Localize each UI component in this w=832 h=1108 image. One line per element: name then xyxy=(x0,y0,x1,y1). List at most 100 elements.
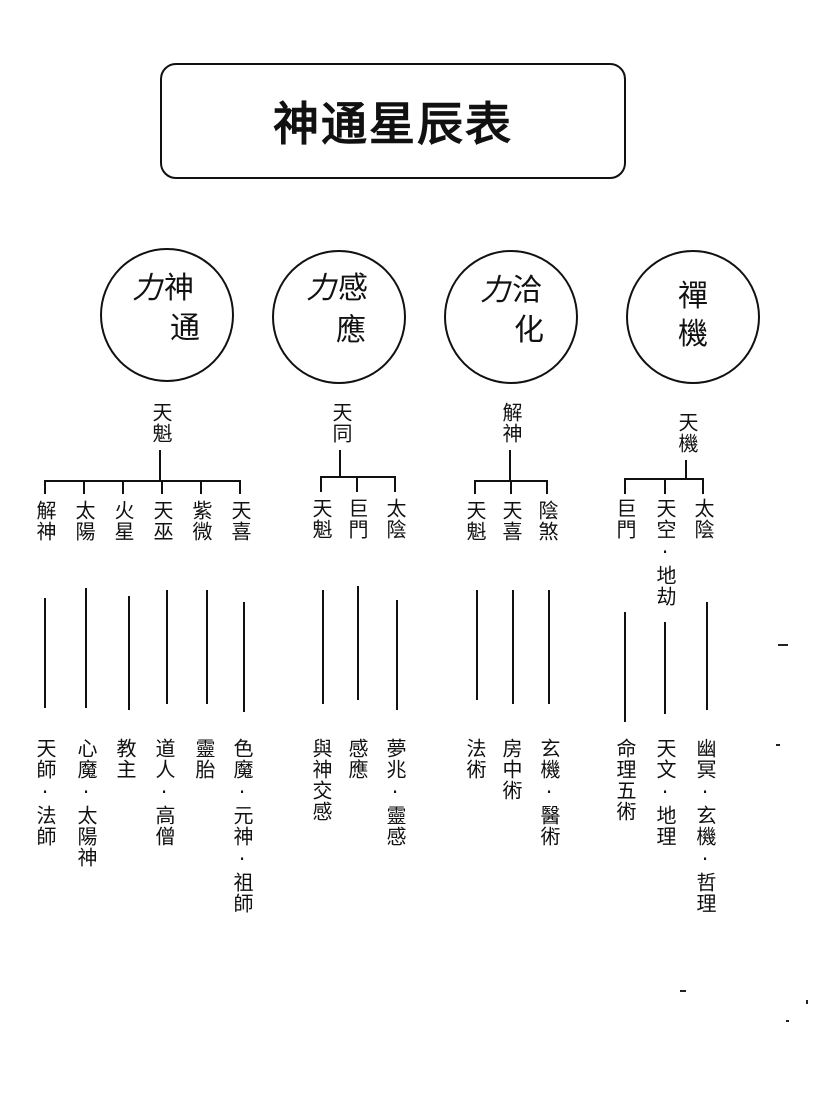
child-star: 太陰 xyxy=(691,498,715,540)
group-head-star: 天魁 xyxy=(149,402,173,444)
link-line xyxy=(357,586,359,700)
group-head-star: 天機 xyxy=(675,412,699,454)
child-star: 天喜 xyxy=(228,500,252,542)
scan-speck xyxy=(806,1000,808,1004)
link-line xyxy=(322,590,324,704)
child-meaning: 房中術 xyxy=(499,738,523,801)
child-star: 天魁 xyxy=(309,498,333,540)
connector-drop xyxy=(83,480,85,494)
child-meaning: 色魔·元神·祖師 xyxy=(230,738,254,914)
link-line xyxy=(128,596,130,710)
scan-speck xyxy=(680,990,686,992)
title-box: 神通星辰表 xyxy=(160,63,626,179)
circle-qiahua: 力洽 化 xyxy=(444,250,578,384)
scan-speck xyxy=(786,1020,789,1022)
connector-horizontal xyxy=(44,480,240,482)
child-meaning: 天文·地理 xyxy=(653,738,677,847)
connector-drop xyxy=(200,480,202,494)
circle-char: 洽 xyxy=(512,273,542,308)
connector-vertical xyxy=(339,450,341,477)
circle-char: 化 xyxy=(514,313,544,348)
connector-drop xyxy=(702,478,704,494)
circle-prefix: 力 xyxy=(132,271,162,306)
connector-drop xyxy=(394,476,396,492)
child-star: 天喜 xyxy=(499,500,523,542)
circle-char: 禪 xyxy=(678,279,708,314)
child-meaning: 感應 xyxy=(345,738,369,780)
circle-line-1: 力感 xyxy=(306,272,368,306)
diagram-title: 神通星辰表 xyxy=(273,97,513,151)
circle-char: 機 xyxy=(678,317,708,352)
link-line xyxy=(664,622,666,714)
child-star: 解神 xyxy=(33,500,57,542)
connector-drop xyxy=(44,480,46,494)
child-meaning: 法術 xyxy=(463,738,487,780)
circle-char: 通 xyxy=(170,311,200,346)
child-star: 火星 xyxy=(111,500,135,542)
child-star: 太陽 xyxy=(72,500,96,542)
connector-vertical xyxy=(685,460,687,479)
link-line xyxy=(548,590,550,704)
child-meaning: 幽冥·玄機·哲理 xyxy=(693,738,717,914)
child-meaning: 與神交感 xyxy=(309,738,333,822)
circle-line-2: 機 xyxy=(678,318,708,352)
link-line xyxy=(166,590,168,704)
child-meaning: 靈胎 xyxy=(192,738,216,780)
connector-drop xyxy=(356,476,358,492)
circle-char: 感 xyxy=(338,271,368,306)
child-star: 陰煞 xyxy=(535,500,559,542)
circle-line-1: 禪 xyxy=(678,280,708,314)
connector-vertical xyxy=(509,450,511,481)
circle-shentong: 力神 通 xyxy=(100,248,234,382)
connector-horizontal xyxy=(320,476,396,478)
link-line xyxy=(476,590,478,700)
circle-prefix: 力 xyxy=(306,271,336,306)
link-line xyxy=(44,598,46,708)
link-line xyxy=(512,590,514,704)
child-meaning: 夢兆·靈感 xyxy=(383,738,407,847)
connector-drop xyxy=(546,480,548,494)
child-meaning: 心魔·太陽神 xyxy=(74,738,98,868)
circle-line-1: 力神 xyxy=(132,272,194,306)
child-meaning: 玄機·醫術 xyxy=(537,738,561,847)
circle-line-2: 化 xyxy=(514,314,544,348)
connector-drop xyxy=(474,480,476,494)
child-star: 天空·地劫 xyxy=(653,498,677,607)
group-head-star: 解神 xyxy=(499,402,523,444)
circle-prefix: 力 xyxy=(480,273,510,308)
group-head-star: 天同 xyxy=(329,402,353,444)
child-meaning: 命理五術 xyxy=(613,738,637,822)
circle-line-1: 力洽 xyxy=(480,274,542,308)
connector-drop xyxy=(664,478,666,494)
connector-vertical xyxy=(159,450,161,481)
child-star: 巨門 xyxy=(345,498,369,540)
link-line xyxy=(85,588,87,708)
child-star: 紫微 xyxy=(189,500,213,542)
connector-drop xyxy=(320,476,322,492)
connector-drop xyxy=(624,478,626,494)
link-line xyxy=(706,602,708,710)
scan-speck xyxy=(776,744,780,746)
circle-line-2: 應 xyxy=(336,314,366,348)
circle-line-2: 通 xyxy=(170,312,200,346)
connector-drop xyxy=(122,480,124,494)
child-meaning: 教主 xyxy=(113,738,137,780)
link-line xyxy=(396,600,398,710)
circle-char: 應 xyxy=(336,313,366,348)
link-line xyxy=(206,590,208,704)
child-meaning: 天師·法師 xyxy=(33,738,57,847)
circle-ganying: 力感 應 xyxy=(272,250,406,384)
connector-drop xyxy=(161,480,163,494)
child-star: 天魁 xyxy=(463,500,487,542)
child-meaning: 道人·高僧 xyxy=(152,738,176,847)
scan-speck xyxy=(778,644,788,646)
circle-char: 神 xyxy=(164,271,194,306)
child-star: 太陰 xyxy=(383,498,407,540)
child-star: 巨門 xyxy=(613,498,637,540)
circle-chanji: 禪 機 xyxy=(626,250,760,384)
link-line xyxy=(624,612,626,722)
connector-drop xyxy=(510,480,512,494)
connector-drop xyxy=(239,480,241,494)
link-line xyxy=(243,602,245,712)
child-star: 天巫 xyxy=(150,500,174,542)
